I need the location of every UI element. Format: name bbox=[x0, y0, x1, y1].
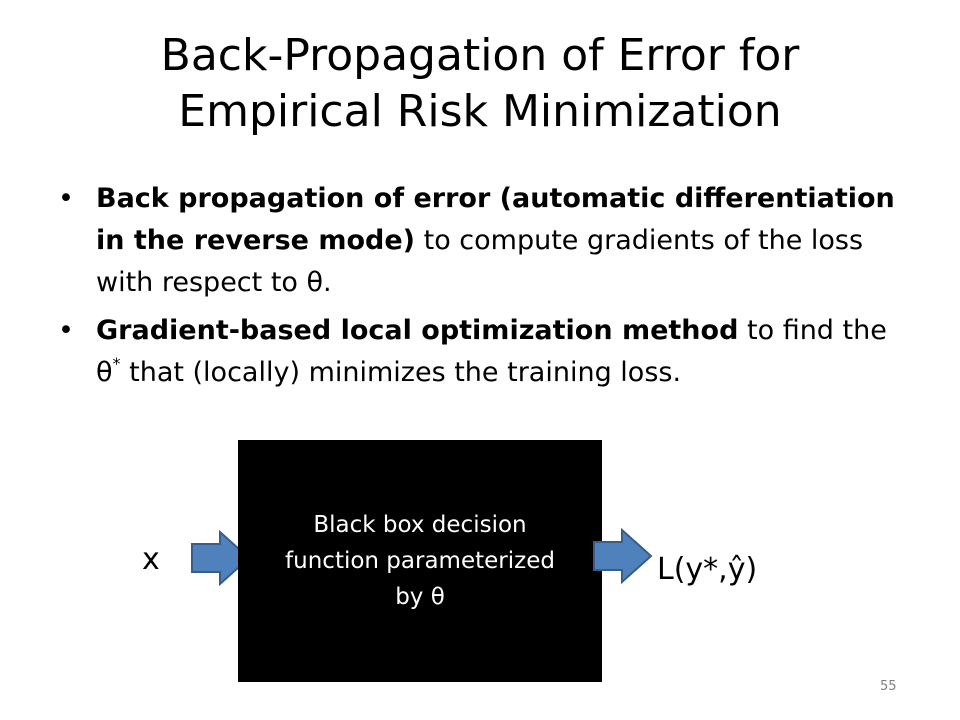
output-arrow-icon bbox=[593, 528, 653, 584]
title-line-2: Empirical Risk Minimization bbox=[178, 86, 782, 137]
bullet-bold-text: Back propagation of error (automatic dif… bbox=[96, 183, 895, 256]
output-label: L(y*,ŷ) bbox=[657, 552, 758, 587]
bullet-dot-icon: • bbox=[58, 183, 74, 214]
page-number: 55 bbox=[880, 679, 897, 694]
title-line-1: Back-Propagation of Error for bbox=[160, 30, 800, 81]
input-arrow-shape bbox=[191, 530, 251, 586]
bullet-text: that (locally) minimizes the training lo… bbox=[120, 357, 682, 388]
input-arrow-icon bbox=[191, 530, 251, 586]
output-arrow-shape bbox=[593, 528, 653, 584]
bullet-dot-icon: • bbox=[58, 315, 74, 346]
bullet-item-gradient: • Gradient-based local optimization meth… bbox=[56, 310, 906, 394]
input-label: x bbox=[142, 542, 160, 577]
black-box: Black box decision function parameterize… bbox=[238, 440, 602, 682]
black-box-text: Black box decision function parameterize… bbox=[285, 512, 555, 610]
slide-title: Back-Propagation of Error for Empirical … bbox=[0, 28, 960, 140]
bullet-list: • Back propagation of error (automatic d… bbox=[56, 178, 906, 400]
bullet-text: to find the θ bbox=[96, 315, 887, 388]
bullet-text: to compute gradients of the loss with re… bbox=[96, 225, 864, 298]
bullet-item-backprop: • Back propagation of error (automatic d… bbox=[56, 178, 906, 304]
bullet-bold-text: Gradient-based local optimization method bbox=[96, 315, 739, 346]
theta-star-superscript: * bbox=[112, 354, 121, 373]
